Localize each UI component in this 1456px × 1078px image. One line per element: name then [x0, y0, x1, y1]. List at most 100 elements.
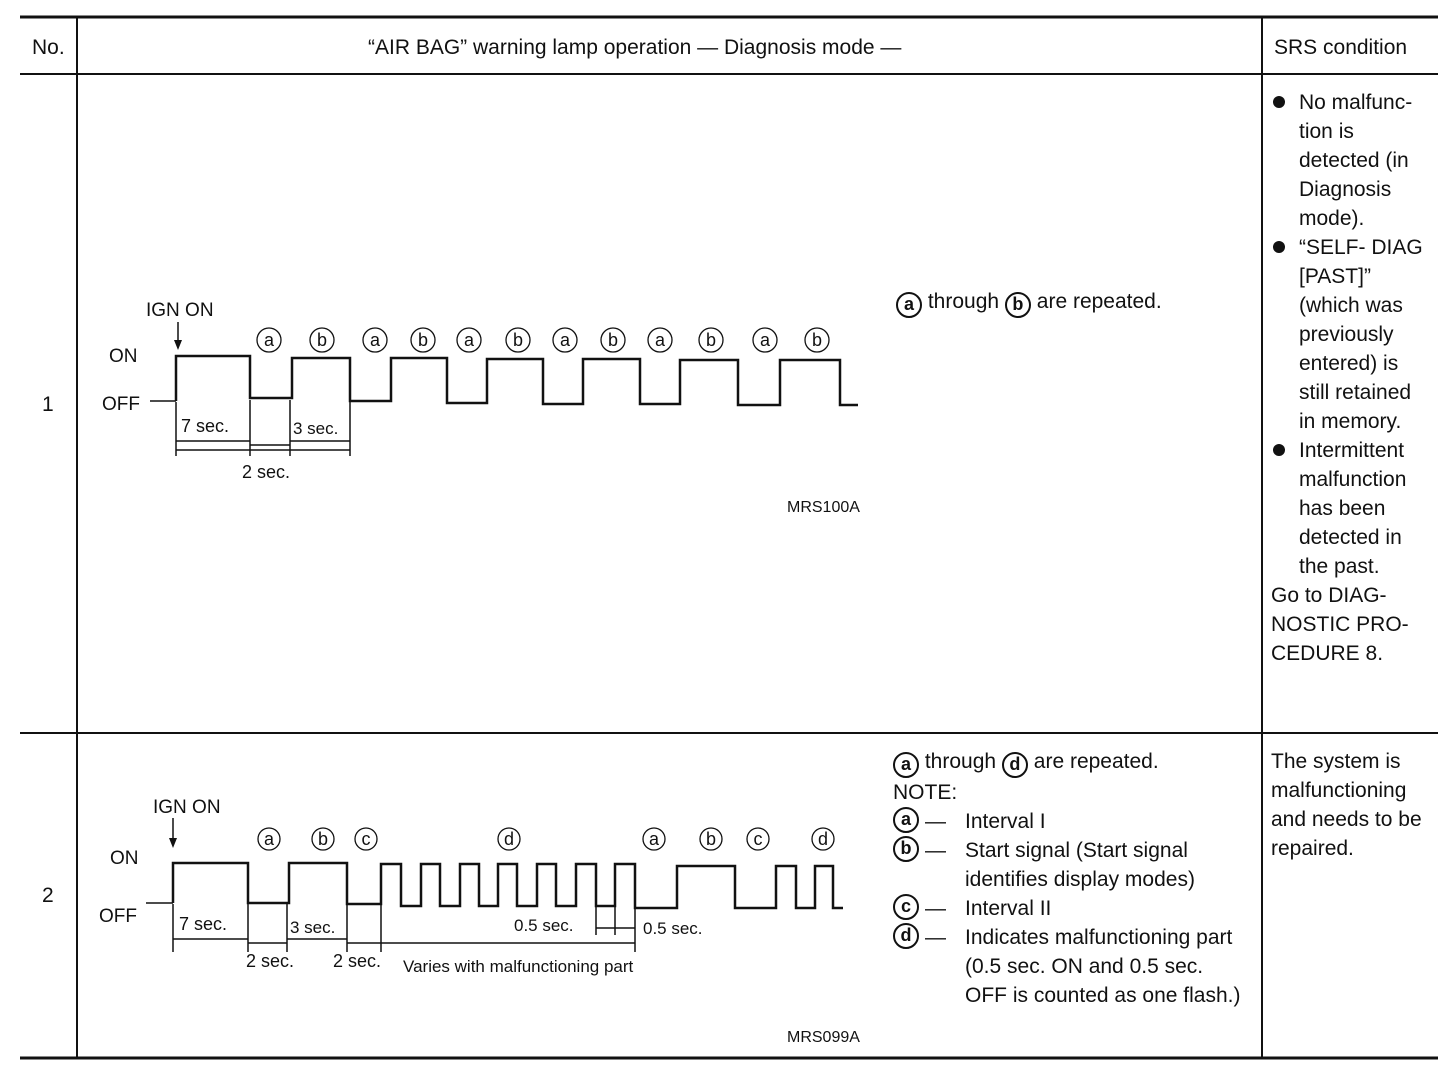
- legend-key-c: c: [893, 894, 919, 920]
- pulse-label-d: d: [504, 829, 514, 849]
- key-a-badge: a: [893, 752, 919, 778]
- legend-item-d: d — Indicates malfunctioning part (0.5 s…: [893, 923, 1243, 1010]
- pulse-label-a: a: [264, 829, 275, 849]
- pulse-label-circle-b: [410, 327, 436, 353]
- pulse-label-a: a: [264, 330, 275, 350]
- key-d-badge: d: [1001, 752, 1028, 778]
- pulse-label-circle-c: [354, 827, 378, 851]
- duration-2-sec-a: 2 sec.: [246, 951, 294, 971]
- on-label: ON: [109, 346, 138, 367]
- row-1-number: 1: [42, 393, 54, 416]
- duration-2-sec: 2 sec.: [242, 462, 290, 482]
- pulse-label-a: a: [370, 330, 381, 350]
- pulse-label-circle-d: [811, 827, 835, 851]
- row-2-srs-condition: The system is malfunctioning and needs t…: [1271, 750, 1422, 860]
- legend-text-c: Interval II: [965, 897, 1052, 920]
- pulse-label-a: a: [649, 829, 660, 849]
- figure-code: MRS100A: [787, 499, 860, 516]
- row-2-note: a through d are repeated. NOTE: a — Inte…: [893, 747, 1243, 1010]
- off-label: OFF: [99, 906, 137, 927]
- header-operation: “AIR BAG” warning lamp operation — Diagn…: [368, 36, 902, 59]
- legend-dash: —: [925, 926, 946, 949]
- pulse-label-circle-a: [752, 327, 778, 353]
- duration-0-5-sec-b: 0.5 sec.: [643, 919, 703, 938]
- pulse-label-a: a: [464, 330, 475, 350]
- duration-7-sec: 7 sec.: [179, 914, 227, 934]
- pulse-label-circle-a: [257, 827, 281, 851]
- pulse-label-circle-a: [456, 327, 482, 353]
- pulse-label-circle-b: [505, 327, 531, 353]
- legend-key-a: a: [893, 807, 919, 833]
- pulse-label-circle-c: [746, 827, 770, 851]
- pulse-label-c: c: [754, 829, 763, 849]
- srs-bullet-2: “SELF- DIAG [PAST]” (which was previousl…: [1271, 233, 1431, 436]
- legend-dash: —: [925, 839, 946, 862]
- row-1-srs-condition: No malfunc- tion is detected (in Diagnos…: [1271, 88, 1431, 668]
- pulse-label-circle-d: [497, 827, 521, 851]
- ign-on-label: IGN ON: [146, 300, 214, 321]
- pulse-label-circle-b: [309, 327, 335, 353]
- pulse-label-circle-a: [256, 327, 282, 353]
- off-label: OFF: [102, 394, 140, 415]
- pulse-label-b: b: [608, 330, 618, 350]
- note-label: NOTE:: [893, 781, 958, 804]
- key-a-badge: a: [896, 292, 922, 318]
- duration-2-sec-b: 2 sec.: [333, 951, 381, 971]
- figure-code: MRS099A: [787, 1029, 860, 1046]
- legend-key-d: d: [893, 923, 919, 949]
- key-b-badge: b: [1004, 292, 1031, 318]
- pulse-label-c: c: [362, 829, 371, 849]
- pulse-label-b: b: [812, 330, 822, 350]
- legend-item-c: c — Interval II: [893, 894, 1243, 923]
- srs-goto-procedure: Go to DIAG- NOSTIC PRO- CEDURE 8.: [1271, 584, 1409, 665]
- pulse-label-circle-a: [552, 327, 578, 353]
- lamp-waveform: [171, 861, 843, 910]
- pulse-label-a: a: [560, 330, 571, 350]
- srs-bullet-1: No malfunc- tion is detected (in Diagnos…: [1271, 88, 1431, 233]
- pulse-label-circle-b: [698, 327, 724, 353]
- pulse-label-circle-b: [699, 827, 723, 851]
- lamp-waveform: [174, 354, 858, 407]
- on-label: ON: [110, 848, 139, 869]
- repeat-line: a through d are repeated.: [893, 747, 1243, 778]
- header-srs-condition: SRS condition: [1274, 36, 1408, 59]
- pulse-label-b: b: [317, 330, 327, 350]
- pulse-label-a: a: [655, 330, 666, 350]
- pulse-label-b: b: [418, 330, 428, 350]
- legend-item-a: a — Interval I: [893, 807, 1243, 836]
- pulse-label-circle-b: [311, 827, 335, 851]
- row-2-number: 2: [42, 884, 54, 907]
- pulse-label-d: d: [818, 829, 828, 849]
- legend-dash: —: [925, 897, 946, 920]
- legend-text-a: Interval I: [965, 810, 1046, 833]
- are-repeated-text: are repeated.: [1033, 750, 1159, 773]
- pulse-label-circle-a: [642, 827, 666, 851]
- pulse-label-circle-b: [804, 327, 830, 353]
- legend-text-d: Indicates malfunctioning part (0.5 sec. …: [965, 926, 1241, 1007]
- header-no: No.: [32, 36, 65, 59]
- through-text: through: [927, 290, 1000, 313]
- duration-7-sec: 7 sec.: [181, 416, 229, 436]
- srs-bullet-3: Intermittent malfunction has been detect…: [1271, 436, 1431, 581]
- legend-text-b: Start signal (Start signal identifies di…: [965, 839, 1195, 891]
- pulse-label-b: b: [706, 330, 716, 350]
- varies-label: Varies with malfunctioning part: [403, 957, 634, 976]
- legend-key-b: b: [893, 836, 919, 862]
- ign-on-label: IGN ON: [153, 797, 221, 818]
- pulse-label-circle-a: [362, 327, 388, 353]
- through-text: through: [924, 750, 997, 773]
- pulse-label-b: b: [513, 330, 523, 350]
- pulse-label-a: a: [760, 330, 771, 350]
- pulse-label-circle-b: [600, 327, 626, 353]
- pulse-label-b: b: [318, 829, 328, 849]
- are-repeated-text: are repeated.: [1036, 290, 1162, 313]
- duration-3-sec: 3 sec.: [290, 918, 335, 937]
- row-1-note: a through b are repeated.: [896, 287, 1162, 318]
- legend-dash: —: [925, 810, 946, 833]
- pulse-label-b: b: [706, 829, 716, 849]
